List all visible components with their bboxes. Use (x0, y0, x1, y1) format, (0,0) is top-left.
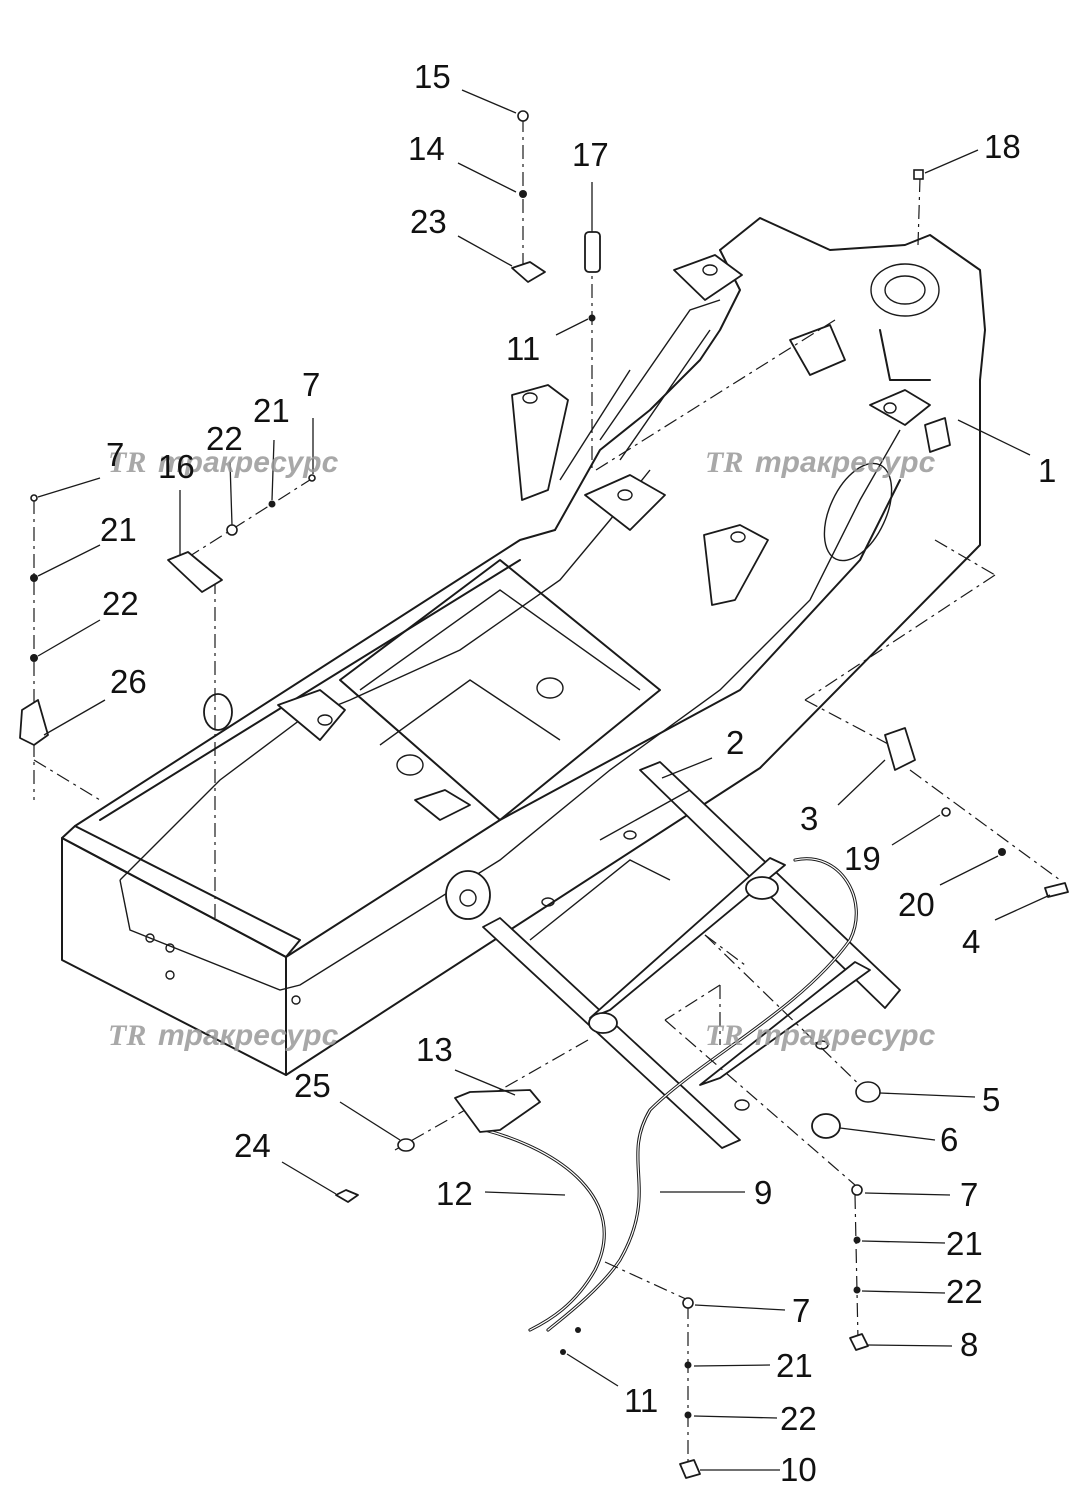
callout-label: 4 (962, 923, 980, 960)
callout-label: 22 (206, 420, 243, 457)
callout-label: 12 (436, 1175, 473, 1212)
callout-label: 10 (780, 1451, 817, 1488)
callout-label: 21 (776, 1347, 813, 1384)
callout-label: 13 (416, 1031, 453, 1068)
swing-frame (482, 761, 901, 1149)
watermark-text: тракресурс (755, 446, 936, 479)
callout-label: 7 (960, 1176, 978, 1213)
watermarks: TR тракресурс TR тракресурс TR тракресур… (108, 446, 936, 1052)
callout-label: 15 (414, 58, 451, 95)
callout-label: 17 (572, 136, 609, 173)
callout-label: 7 (106, 436, 124, 473)
callout-label: 8 (960, 1326, 978, 1363)
callout-label: 21 (946, 1225, 983, 1262)
callout-label: 22 (780, 1400, 817, 1437)
callout-label: 11 (624, 1382, 658, 1419)
watermark-logo: TR (108, 1019, 146, 1052)
hardware (19, 110, 1069, 1479)
watermark-logo: TR (705, 446, 743, 479)
callout-label: 21 (253, 392, 290, 429)
cables (483, 857, 858, 1332)
callout-label: 14 (408, 130, 445, 167)
callout-label: 6 (940, 1121, 958, 1158)
main-frame (61, 217, 986, 1076)
callout-label: 11 (506, 330, 540, 367)
callout-label: 26 (110, 663, 147, 700)
callout-label: 18 (984, 128, 1021, 165)
watermark-text: тракресурс (158, 446, 339, 479)
callout-label: 23 (410, 203, 447, 240)
watermark-logo: TR (705, 1019, 743, 1052)
callout-label: 20 (898, 886, 935, 923)
callout-labels: 15 14 17 18 23 11 7 21 22 16 7 21 22 26 … (100, 58, 1056, 1488)
watermark-logo: TR (108, 446, 146, 479)
callout-label: 3 (800, 800, 818, 837)
callout-label: 22 (102, 585, 139, 622)
callout-label: 7 (792, 1292, 810, 1329)
callout-label: 22 (946, 1273, 983, 1310)
callout-label: 16 (158, 448, 195, 485)
callout-label: 24 (234, 1127, 271, 1164)
callout-label: 7 (302, 366, 320, 403)
callout-label: 21 (100, 511, 137, 548)
watermark-text: тракресурс (755, 1019, 936, 1052)
watermark-text: тракресурс (158, 1019, 339, 1052)
leader-lines (37, 89, 1051, 1471)
callout-label: 19 (844, 840, 881, 877)
callout-label: 25 (294, 1067, 331, 1104)
assembly-lines (33, 118, 1061, 1470)
callout-label: 5 (982, 1081, 1000, 1118)
callout-label: 2 (726, 724, 744, 761)
callout-label: 1 (1038, 452, 1056, 489)
callout-label: 9 (754, 1174, 772, 1211)
